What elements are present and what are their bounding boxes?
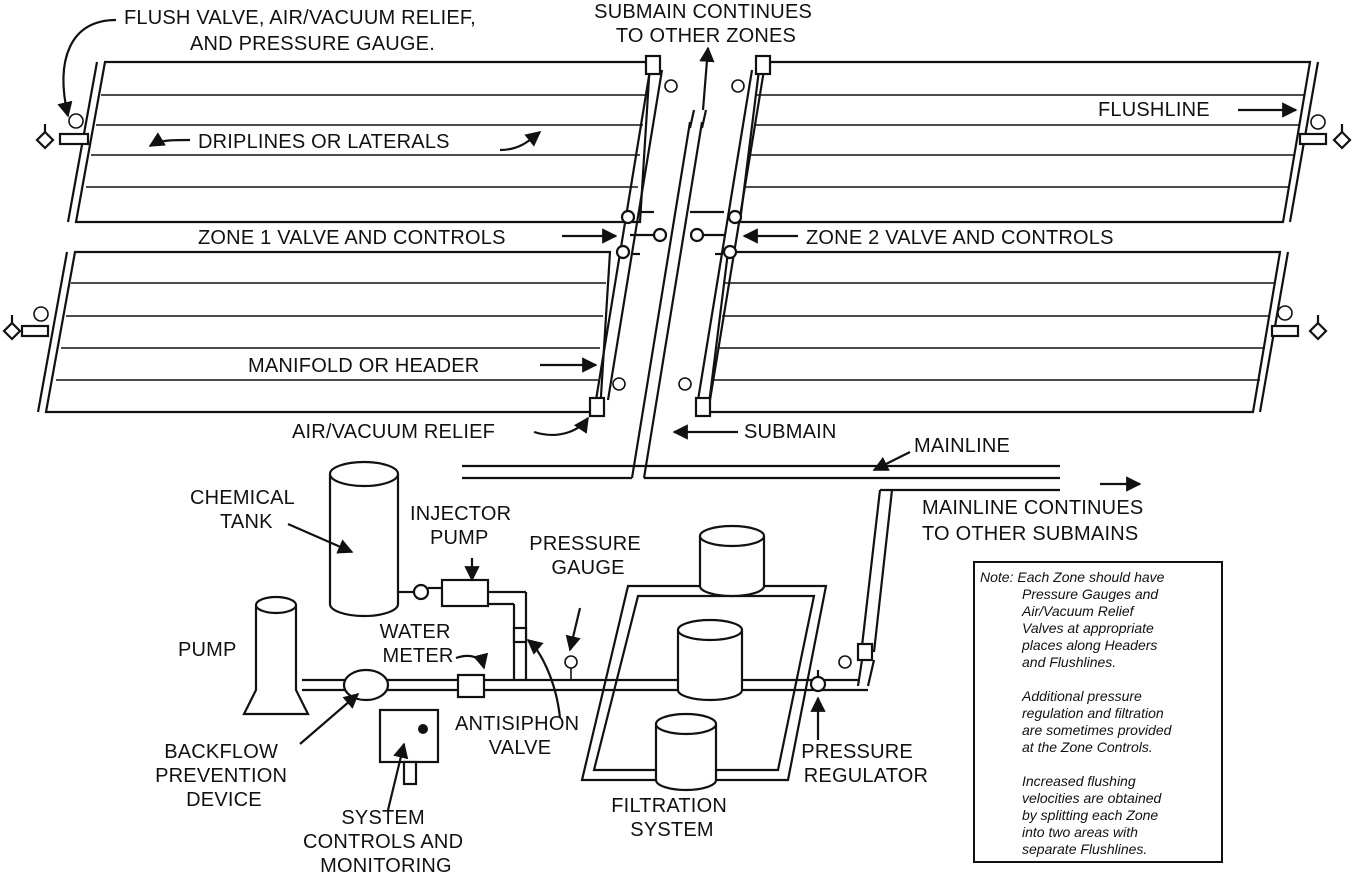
- flush-valve-icon: [2, 321, 22, 341]
- backflow-prevention-icon: [342, 668, 390, 702]
- air-vacuum-relief-icon: [754, 54, 772, 76]
- note-box: Note: Each Zone should have Pressure Gau…: [973, 561, 1223, 863]
- system-controls-label: SYSTEM CONTROLS AND MONITORING: [303, 807, 469, 876]
- submain-label: SUBMAIN: [744, 421, 837, 443]
- air-vacuum-relief-icon: [856, 642, 874, 662]
- valve-icon: [727, 209, 743, 225]
- pressure-regulator-label: PRESSURE REGULATOR: [801, 741, 928, 787]
- driplines-label: DRIPLINES OR LATERALS: [198, 131, 450, 153]
- valve-icon: [615, 244, 631, 260]
- pressure-gauge-icon: [564, 655, 578, 669]
- air-vacuum-relief-icon: [694, 396, 712, 418]
- mainline-continues-label: MAINLINE CONTINUES TO OTHER SUBMAINS: [922, 497, 1149, 545]
- injector-line: [398, 578, 528, 680]
- flush-valve-icon: [1308, 321, 1328, 341]
- chemical-tank-label: CHEMICAL TANK: [190, 487, 300, 533]
- pressure-gauge-label: PRESSURE GAUGE: [529, 533, 646, 579]
- zone2-valve-controls: [689, 209, 743, 260]
- submain-pipe: [630, 46, 715, 479]
- flush-valve-icon: [35, 130, 55, 150]
- pump: [242, 595, 310, 716]
- valve-icon: [689, 227, 705, 243]
- antisiphon-label: ANTISIPHON VALVE: [455, 713, 585, 759]
- pressure-gauge-icon: [33, 306, 49, 322]
- air-vacuum-label: AIR/VACUUM RELIEF: [292, 421, 495, 443]
- pump-label: PUMP: [178, 639, 237, 661]
- note-text: Note: Each Zone should have Pressure Gau…: [980, 569, 1175, 857]
- pressure-gauge-icon: [678, 377, 692, 391]
- supply-pipe: [302, 655, 598, 702]
- valve-icon: [652, 227, 668, 243]
- pressure-gauge-icon: [731, 79, 745, 93]
- zone2-label: ZONE 2 VALVE AND CONTROLS: [806, 227, 1114, 249]
- filtration-label: FILTRATION SYSTEM: [611, 795, 732, 841]
- water-meter-label: WATER METER: [380, 621, 457, 667]
- zone1-label: ZONE 1 VALVE AND CONTROLS: [198, 227, 506, 249]
- filtration-system: [580, 524, 868, 792]
- flush-valve-assembly: [35, 113, 90, 150]
- mainline-label: MAINLINE: [914, 435, 1010, 457]
- pressure-gauge-icon: [838, 655, 852, 669]
- pressure-gauge-icon: [68, 113, 84, 129]
- flush-valve-assembly: [2, 306, 50, 341]
- zone2-upper-block: [738, 60, 1320, 224]
- antisiphon-valve-icon: [512, 626, 528, 644]
- chemical-tank: [328, 460, 400, 618]
- injector-pump-icon: [440, 578, 490, 608]
- zone1-valve-controls: [615, 209, 668, 260]
- air-vacuum-relief-icon: [644, 54, 662, 76]
- manifold-label: MANIFOLD OR HEADER: [248, 355, 479, 377]
- flush-valve-icon: [1332, 130, 1352, 150]
- flushline-label: FLUSHLINE: [1098, 99, 1210, 121]
- zone1-lower-block: [36, 250, 612, 414]
- flush-valve-assembly: [1270, 305, 1328, 341]
- mainline-pipe: [462, 464, 1060, 687]
- valve-icon: [722, 244, 738, 260]
- submain-continues-label: SUBMAIN CONTINUES TO OTHER ZONES: [594, 1, 818, 47]
- pressure-gauge-icon: [664, 79, 678, 93]
- flush-valve-assembly: [1298, 114, 1352, 150]
- air-vacuum-relief-icon: [588, 396, 606, 418]
- pressure-gauge-icon: [612, 377, 626, 391]
- pressure-gauge-icon: [1310, 114, 1326, 130]
- zone2-lower-block: [706, 250, 1290, 414]
- pressure-regulator: [809, 655, 852, 693]
- flush-valve-label: FLUSH VALVE, AIR/VACUUM RELIEF, AND PRES…: [124, 7, 482, 55]
- system-controller: [378, 708, 440, 786]
- pressure-gauge-icon: [1277, 305, 1293, 321]
- zone1-upper-block: [66, 60, 652, 224]
- backflow-label: BACKFLOW PREVENTION DEVICE: [155, 741, 293, 811]
- valve-icon: [620, 209, 636, 225]
- injector-pump-label: INJECTOR PUMP: [410, 503, 517, 549]
- water-meter-icon: [456, 673, 486, 699]
